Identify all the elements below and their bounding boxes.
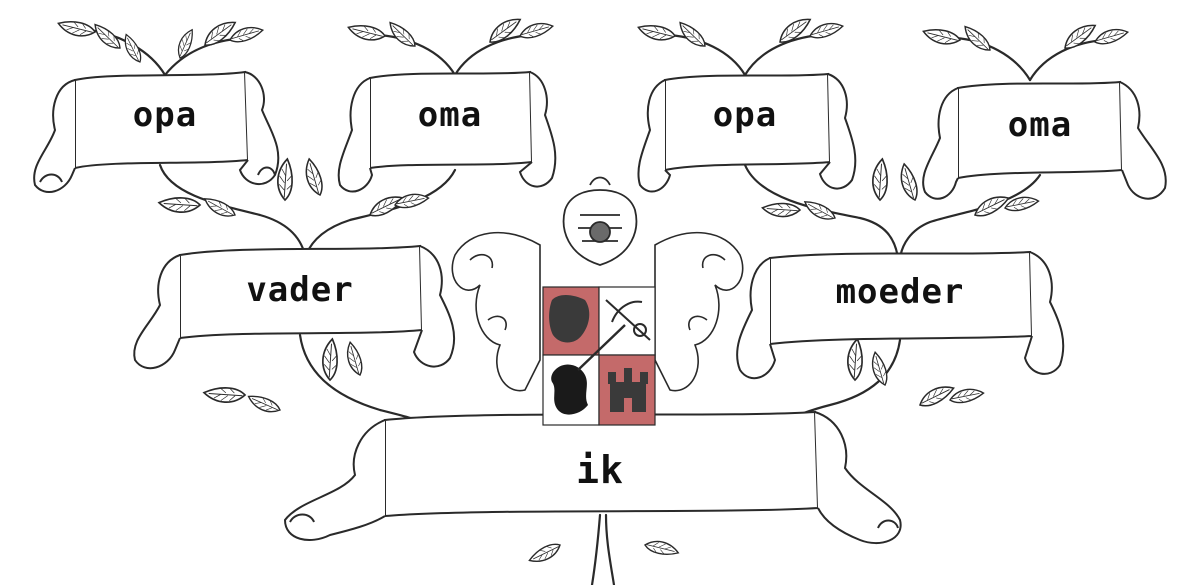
grandmother-maternal-label: oma — [965, 95, 1115, 155]
crest-quarter-top-right — [599, 287, 655, 355]
crest-helmet-icon — [564, 178, 637, 266]
lion-rampant-icon — [551, 365, 588, 415]
father-label: vader — [190, 260, 410, 320]
castle-icon — [608, 368, 648, 412]
coat-of-arms — [452, 178, 742, 426]
mother-label: moeder — [780, 262, 1020, 322]
crest-shield — [543, 287, 655, 425]
self-label: ik — [400, 435, 800, 505]
grandfather-maternal-label: opa — [670, 85, 820, 145]
grandmother-paternal-label: oma — [375, 85, 525, 145]
grandfather-paternal-label: opa — [90, 85, 240, 145]
